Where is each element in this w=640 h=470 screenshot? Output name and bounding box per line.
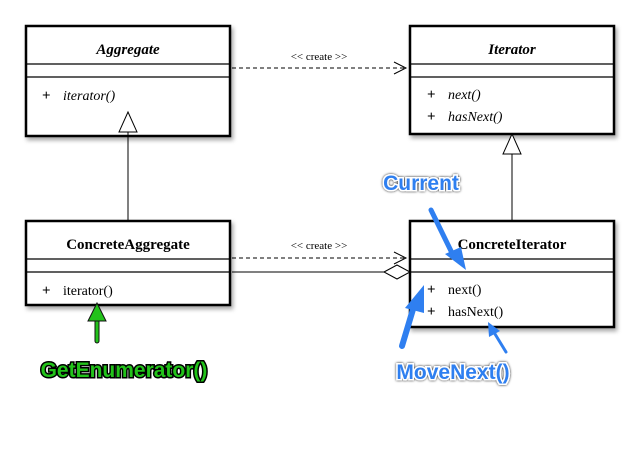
move-next-arrow-icon <box>399 285 424 349</box>
concrete-aggregate-op-iterator: iterator() <box>63 284 113 299</box>
annotation-current: Current <box>383 172 459 195</box>
has-next-arrow-icon <box>488 322 508 354</box>
green-arrow-icon <box>87 301 107 344</box>
generalization-aggregate <box>118 110 138 221</box>
aggregation-association <box>232 264 412 280</box>
concrete-iterator-op-next: next() <box>448 283 482 298</box>
concrete-iterator-op2-visibility: + <box>427 304 436 320</box>
concrete-aggregate-title: ConcreteAggregate <box>66 237 190 253</box>
concrete-aggregate-op-visibility: + <box>42 283 51 299</box>
class-iterator <box>408 24 616 136</box>
create-dependency-top <box>232 61 408 75</box>
iterator-op1-visibility: + <box>427 87 436 103</box>
concrete-iterator-op-hasnext: hasNext() <box>448 305 504 320</box>
current-arrow-icon <box>428 207 466 270</box>
iterator-op-hasnext: hasNext() <box>448 110 503 125</box>
annotation-get-enumerator: GetEnumerator() <box>41 359 208 382</box>
annotation-move-next: MoveNext() <box>396 361 509 384</box>
aggregate-op-visibility: + <box>42 88 51 104</box>
iterator-op2-visibility: + <box>427 109 436 125</box>
aggregate-title: Aggregate <box>95 42 160 58</box>
create-label-bottom: << create >> <box>291 240 348 252</box>
aggregate-op-iterator: iterator() <box>63 89 115 104</box>
create-label-top: << create >> <box>291 51 348 63</box>
iterator-title: Iterator <box>487 42 536 58</box>
create-dependency-bottom <box>232 251 408 265</box>
iterator-op-next: next() <box>448 88 481 103</box>
concrete-iterator-title: ConcreteIterator <box>458 237 567 253</box>
generalization-iterator <box>502 132 522 221</box>
concrete-iterator-op1-visibility: + <box>427 282 436 298</box>
class-concrete-aggregate <box>24 219 232 307</box>
